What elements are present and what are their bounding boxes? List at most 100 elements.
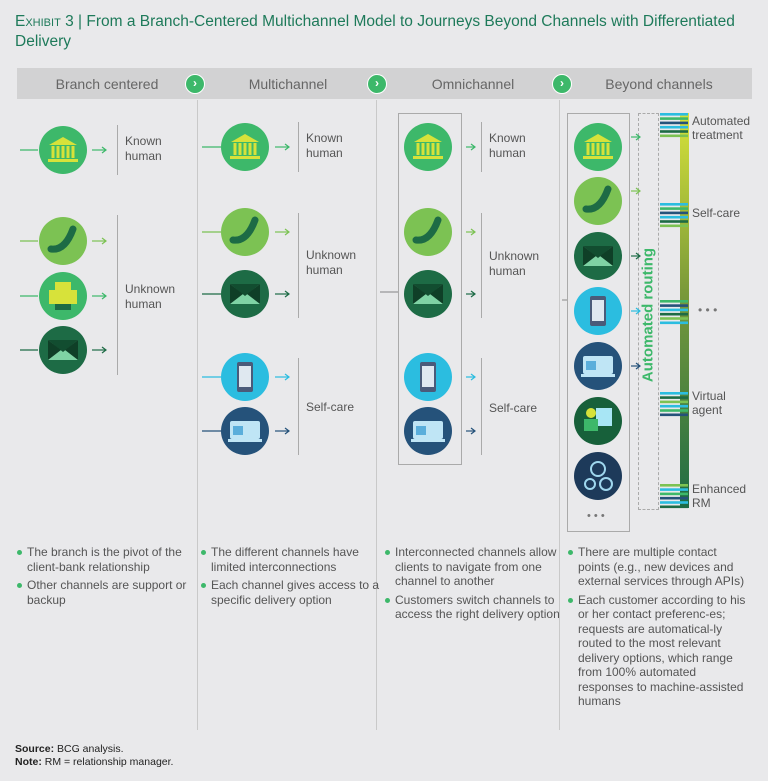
chat-icon [574,397,622,445]
delivery-stripe [660,396,688,399]
column-divider [376,100,377,730]
mail-icon [221,270,269,318]
exhibit-title: Exhibit 3 | From a Branch-Centered Multi… [15,12,755,52]
arrow [275,228,290,236]
label-known-human: Known human [125,134,162,163]
web-icon [404,407,452,455]
web-icon [221,407,269,455]
delivery-stripe [660,130,688,133]
delivery-stripe [660,125,688,129]
delivery-stripe [660,117,688,120]
bullets-multichannel: The different channels have limited inte… [199,545,383,611]
delivery-stripe [660,300,688,303]
delivery-stripe [660,220,688,223]
delivery-stripe [660,413,688,417]
stage-multichannel: Multichannel [248,76,328,92]
arrow [275,143,290,151]
exhibit-number: Exhibit 3 [15,13,74,30]
mobile-icon [574,287,622,335]
arrow [631,187,641,195]
delivery-stripe [660,207,688,210]
bracket [481,358,482,455]
bullet: Each customer according to his or her co… [568,593,748,709]
arrow [92,237,107,245]
stage-beyond-channels: Beyond channels [605,76,713,92]
bracket [117,215,118,375]
delivery-stripe [660,304,688,307]
bracket [298,358,299,455]
separator: | [78,13,83,30]
stage-header: Branch centered › Multichannel › Omnicha… [17,68,752,99]
arrow [275,427,290,435]
source-text: BCG analysis. [57,743,124,755]
label-enhanced-rm: Enhanced RM [692,482,747,510]
bracket [298,213,299,318]
phone-icon [39,217,87,265]
chevron-right-icon: › [552,74,572,94]
bullet: Interconnected channels allow clients to… [385,545,565,589]
delivery-stripe [660,392,688,395]
bullet: Other channels are support or backup [17,578,197,607]
bullets-branch-centered: The branch is the pivot of the client-ba… [15,545,197,611]
delivery-stripe [660,317,688,320]
delivery-stripe [660,134,688,138]
network-icon [574,452,622,500]
bracket [117,125,118,175]
arrow [466,290,476,298]
delivery-stripe [660,409,688,412]
label-unknown-human: Unknown human [489,249,540,278]
label-virtual-agent: Virtual agent [692,389,726,417]
delivery-stripe [660,484,688,487]
phone-icon [221,208,269,256]
label-unknown-human: Unknown human [306,248,357,277]
mail-icon [39,326,87,374]
chevron-right-icon: › [185,74,205,94]
delivery-stripe [660,312,688,316]
arrow [631,307,641,315]
note-text: RM = relationship manager. [44,756,174,768]
delivery-stripe [660,203,688,206]
label-self-care: Self-care [692,206,741,220]
chevron-right-icon: › [367,74,387,94]
bracket [298,122,299,172]
arrow [466,427,476,435]
source-label: Source: [15,743,55,755]
arrow [92,346,107,354]
mail-icon [574,232,622,280]
label-unknown-human: Unknown human [125,282,176,311]
delivery-stripe [660,400,688,404]
more-channels-ellipsis: • • • [587,510,605,522]
label-known-human: Known human [306,131,343,160]
delivery-stripe [660,215,688,219]
bank-icon [221,123,269,171]
delivery-stripe [660,321,688,325]
bullets-beyond-channels: There are multiple contact points (e.g.,… [566,545,748,713]
delivery-stripe [660,492,688,496]
delivery-stripe [660,501,688,504]
label-known-human: Known human [489,131,526,160]
column-divider [559,100,560,730]
arrow [466,143,476,151]
bullet: Each channel gives access to a specific … [201,578,383,607]
label-self-care: Self-care [489,401,538,415]
column-divider [197,100,198,730]
arrow [466,373,476,381]
arrow [631,362,641,370]
label-self-care: Self-care [306,400,355,414]
delivery-stripe [660,224,688,228]
title-text: From a Branch-Centered Multichannel Mode… [15,13,735,50]
bank-icon [574,123,622,171]
fax-icon [39,272,87,320]
mobile-icon [221,353,269,401]
mobile-icon [404,353,452,401]
omnichannel-group-box [398,113,462,465]
label-ellipsis: • • • [698,303,718,317]
stage-omnichannel: Omnichannel [431,76,515,92]
stage-branch-centered: Branch centered [55,76,159,92]
arrow [92,292,107,300]
arrow [275,373,290,381]
bullet: Customers switch channels to access the … [385,593,565,622]
label-automated-treatment: Automated treatment [692,114,751,142]
delivery-stripe [660,113,688,116]
